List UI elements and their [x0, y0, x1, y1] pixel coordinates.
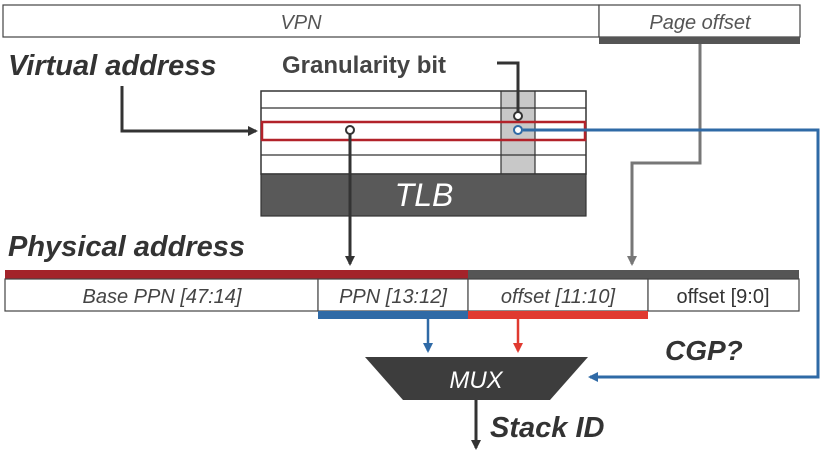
tlb-label: TLB	[395, 177, 454, 213]
virtual-address-label: Virtual address	[8, 50, 216, 82]
vpn-field	[2, 4, 600, 38]
granularity-signal-dot	[513, 125, 523, 135]
mux-shape	[365, 357, 588, 400]
stack-id-label: Stack ID	[490, 412, 604, 444]
cgp-label: CGP?	[665, 335, 743, 366]
offset-9-0-label: offset [9:0]	[676, 286, 769, 308]
mux-label: MUX	[449, 367, 503, 394]
ppn-13-12-underline	[318, 311, 468, 319]
granularity-bit-label: Granularity bit	[282, 52, 446, 79]
offset-top-bar	[468, 270, 799, 279]
tlb-outline	[260, 90, 587, 175]
cgp-signal-line	[523, 128, 820, 382]
base-ppn-field	[4, 278, 319, 312]
virtual-address-arrow	[120, 86, 258, 136]
offset-11-10-underline	[468, 311, 648, 319]
base-ppn-label: Base PPN [47:14]	[83, 286, 242, 308]
page-offset-field	[598, 4, 801, 38]
ppn-top-bar	[5, 270, 468, 279]
page-offset-arrow	[627, 44, 702, 266]
offset-9-0-field	[647, 278, 800, 312]
page-offset-label: Page offset	[649, 12, 752, 34]
tlb-footer	[260, 173, 587, 217]
vpn-label: VPN	[280, 12, 322, 34]
mux: MUX	[365, 357, 588, 400]
physical-address-label: Physical address	[8, 231, 245, 263]
ppn-lookup-dot	[345, 125, 355, 135]
tlb-table: TLB	[260, 90, 587, 217]
granularity-bit-dot	[513, 111, 523, 121]
page-offset-underline	[599, 37, 800, 44]
ppn-13-12-label: PPN [13:12]	[339, 286, 447, 308]
physical-address-bar: Base PPN [47:14] PPN [13:12] offset [11:…	[4, 270, 800, 319]
virtual-address-bar: VPN Page offset	[2, 4, 801, 44]
ppn-13-12-field	[317, 278, 469, 312]
granularity-bit-pointer	[497, 61, 520, 112]
offset-11-10-label: offset [11:10]	[501, 286, 616, 308]
